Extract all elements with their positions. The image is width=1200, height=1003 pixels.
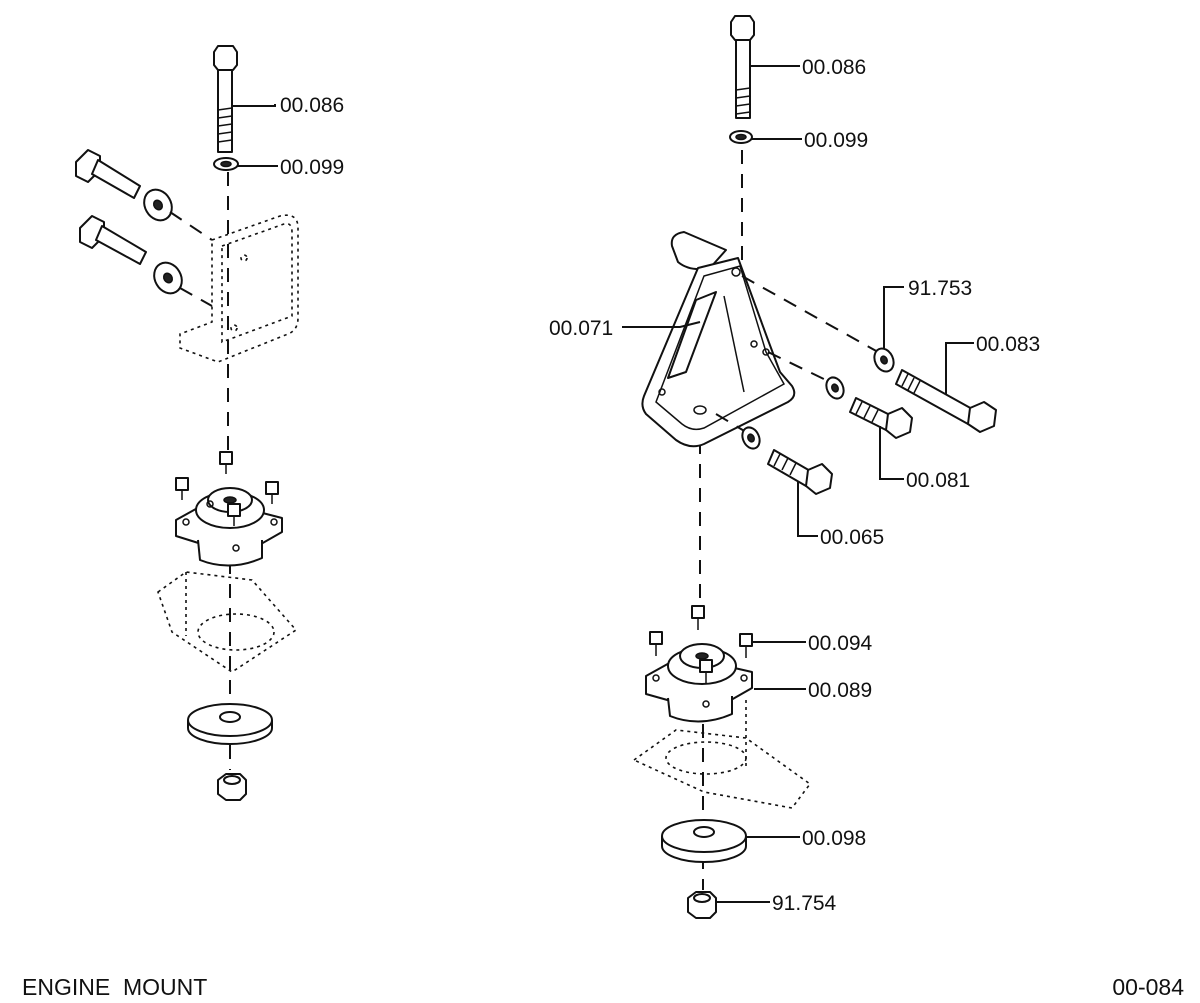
leader-r-083	[945, 342, 974, 394]
leader-r-081	[879, 426, 904, 480]
left-bracket	[179, 214, 299, 363]
callout-r-00094: 00.094	[808, 632, 873, 655]
right-bracket-00071	[641, 231, 796, 448]
right-rubber-mount	[645, 605, 753, 723]
callout-r-00071: 00.071	[549, 317, 613, 340]
page-code: 00-084	[1112, 974, 1184, 1000]
left-side-axis-2	[179, 287, 213, 307]
leader-r-753	[883, 286, 904, 348]
callout-r-00081: 00.081	[906, 469, 970, 492]
right-assembly: 00.086 00.099 91.753 00.083 00.071 00.08…	[549, 15, 1040, 919]
callout-r-00099: 00.099	[804, 129, 868, 152]
callout-r-00083: 00.083	[976, 333, 1040, 356]
left-side-bolt-upper	[75, 149, 173, 222]
right-bolt-00081	[849, 397, 913, 439]
right-side-axis-3	[715, 413, 747, 433]
right-washer-91753	[873, 347, 895, 373]
left-assembly: 00.086 00.099	[75, 45, 344, 801]
callout-r-00065: 00.065	[820, 526, 884, 549]
callout-l-00099: 00.099	[280, 156, 344, 179]
right-bolt-00086	[730, 15, 755, 119]
left-side-axis-1	[169, 211, 213, 241]
callout-r-00098: 00.098	[802, 827, 866, 850]
left-base-plate	[157, 571, 298, 673]
callout-r-91753: 91.753	[908, 277, 972, 300]
leader-r-065	[797, 482, 818, 537]
callout-l-00086: 00.086	[280, 94, 344, 117]
right-washer-mid	[825, 376, 845, 400]
right-nut-91754	[687, 891, 717, 919]
left-nut	[217, 773, 247, 801]
callout-r-00086: 00.086	[802, 56, 866, 79]
callout-r-91754: 91.754	[772, 892, 837, 915]
right-bolt-00065	[767, 449, 833, 495]
right-base-plate	[632, 700, 812, 809]
callout-r-00089: 00.089	[808, 679, 872, 702]
right-side-axis-1	[741, 275, 879, 353]
leader-r-071	[622, 321, 701, 328]
leader-l-086	[232, 104, 276, 107]
left-bolt-00086	[213, 45, 238, 153]
left-side-bolt-lower	[79, 215, 183, 295]
right-big-washer-00098	[661, 819, 747, 863]
diagram-title: ENGINE MOUNT	[22, 974, 208, 1000]
right-bolt-00083	[895, 369, 997, 433]
right-washer-low	[741, 426, 761, 450]
left-washer-00099	[213, 157, 239, 171]
right-side-axis-2	[767, 351, 831, 383]
right-washer-00099	[729, 130, 753, 144]
left-rubber-mount	[175, 451, 283, 567]
left-big-washer	[187, 703, 273, 745]
